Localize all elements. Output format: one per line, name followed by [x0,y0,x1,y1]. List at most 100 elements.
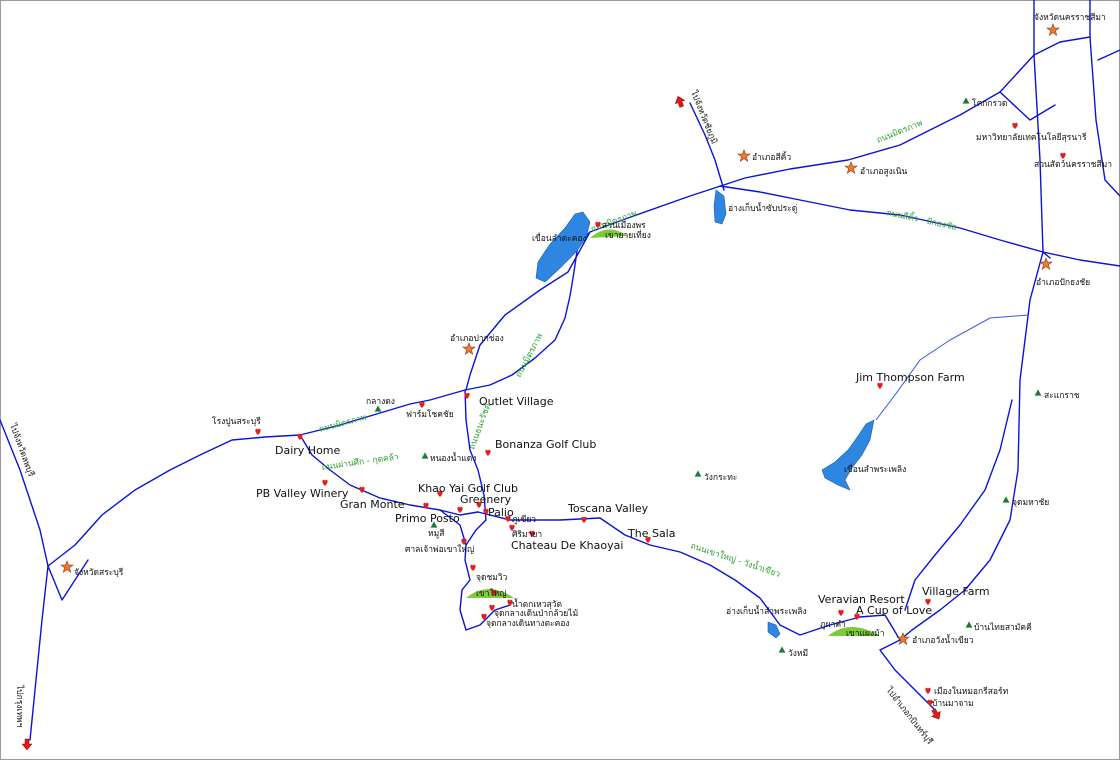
label-takhong-trail: จุดกลางเดินทางตะคอง [486,619,570,629]
pin-chokchai-farm [419,401,425,408]
road-to-lopburi [0,419,49,567]
label-palio: Palio [488,506,514,519]
label-orchid-trail: จุดกลางเดินป่ากล้วยไม้ [494,608,578,619]
label-cement-plant: โรงปูนสระบุรี [212,416,261,427]
sap-pradu-reservoir [713,189,727,225]
label-bonanza-golf-club: Bonanza Golf Club [495,438,596,451]
label-pb-valley-winery: PB Valley Winery [256,487,349,500]
road-korat-e [1097,49,1120,61]
label-chokchai-farm: ฟาร์มโชคชัย [406,409,454,420]
label-haew-suwat: น้ำตกเหวสุวัต [512,598,562,610]
lam-phra-phloeng-dam [821,419,875,491]
label-khao-yai-yiang: เขายายเที่ยง [605,229,651,241]
label-pak-thong-chai: อำเภอปักธงชัย [1036,278,1090,288]
label-khao-phaeng-ma: เขาแผงม้า [846,628,884,639]
water-bodies [535,189,875,639]
label-lam-takhong-dam: เขื่อนลำตะคอง [532,232,587,244]
thai-labels: จังหวัดนครราชสีมา โคกกรวด มหาวิทยาลัยเทค… [74,12,1112,709]
label-udom-sap: จุดมหาชัย [1012,498,1049,508]
pin-cement-plant [255,428,261,435]
label-sung-noen: อำเภอสูงเนิน [860,167,908,177]
pin-muang-nai-mok-resort [925,687,931,694]
label-nong-nam-daeng: หนองน้ำแดง [430,452,476,464]
pin-toscana-valley [581,516,587,523]
road-label-khaoyai-wnk: ถนนเขาใหญ่ - วังน้ำเขียว [689,539,782,579]
star-nakhon-ratchasima [1046,23,1060,36]
pin-korat-zoo [1060,152,1066,159]
road-pakthongchai-south [899,251,1044,641]
label-saraburi: จังหวัดสระบุรี [74,567,124,578]
label-chao-pho-shrine: ศาลเจ้าพ่อเขาใหญ่ [405,544,474,555]
label-ban-thai-samakkhi: บ้านไทยสามัคคี [974,622,1032,633]
label-khao-yai: เขาใหญ่ [476,588,507,599]
label-greenery: Greenery [460,493,512,506]
label-khao-yai-golf-club: Khao Yai Golf Club [418,482,518,495]
label-the-sala: The Sala [627,527,675,540]
road-network [0,0,1120,741]
road-pansuek-kutkhla [299,434,479,516]
label-ban-ma-jam: บ้านมาจาม [932,698,974,709]
exit-arrow-bangkok [21,738,33,751]
pin-sut-university [1012,122,1018,129]
road-label-mittraphap-dam: ถนนมิตรภาพ [514,332,546,379]
pin-veravian-resort [838,609,844,616]
label-a-cup-of-love: A Cup of Love [856,604,932,617]
label-phu-pha-kham: ภูผาคำ [820,620,846,630]
road-khaoyai-wangnamkhiao [477,511,936,711]
road-label-thanarat: ถนนธนะรัชต์ [466,402,493,451]
label-primo-posto: Primo Posto [395,512,460,525]
english-labels: Outlet Village Dairy Home Bonanza Golf C… [256,371,990,617]
road-sukhothai-link [999,91,1056,121]
road-east-loop [904,399,1013,611]
khao-phaeng-ma-area [828,627,880,636]
label-korat-zoo: สวนสัตว์นครราชสีมา [1034,159,1112,170]
road-korat-north [1033,0,1051,259]
label-sut-university: มหาวิทยาลัยเทคโนโลยีสุรนารี [976,132,1087,143]
road-mittraphap [47,36,1091,567]
tri-wang-krata [694,470,702,477]
khao-yai-yiang-area [590,229,628,238]
road-dam-access [465,231,591,391]
exit-arrow-chaiyaphum [672,94,687,109]
label-phu-khiao: ภูเขียว [512,514,536,525]
label-dairy-home: Dairy Home [275,444,341,457]
pin-viewpoint [470,564,476,571]
label-wang-nam-khiao: อำเภอวังน้ำเขียว [912,634,974,646]
tri-wang-mi [778,646,786,653]
tri-khok-kruat [962,97,970,104]
tri-nong-nam-daeng [421,452,429,459]
label-wang-krata: วังกระทะ [704,473,737,483]
road-sikhio-pakthongchai [719,185,1120,267]
label-suan-muang-phon: สวนเมืองพร [602,220,646,231]
road-label-mittraphap-ne: ถนนมิตรภาพ [875,118,924,145]
road-jim-thompson [875,314,1029,421]
exit-label-bangkok: ไปกรุงเทพฯ [14,684,25,728]
park-areas [466,229,880,636]
label-pak-chong: อำเภอปากช่อง [450,334,504,344]
star-sung-noen [844,161,858,174]
label-klang-dong: กลางดง [366,397,395,407]
label-khok-kruat: โคกกรวด [972,98,1007,109]
label-lam-phra-phloeng-dam: เขื่อนลำพระเพลิง [844,463,906,475]
star-pak-chong [462,342,476,355]
star-saraburi [60,560,74,573]
label-viewpoint: จุดชมวิว [476,573,508,583]
label-toscana-valley: Toscana Valley [567,502,649,515]
pin-pb-valley-winery [322,479,328,486]
label-jim-thompson-farm: Jim Thompson Farm [855,371,965,384]
road-label-mittraphap-w: ถนนมิตรภาพ [318,413,367,435]
exit-label-kabinburi: ไปอำเภอกบินทร์บุรี [883,684,935,747]
label-moo-si: หมูสี [428,528,445,539]
exit-label-chaiyaphum: ไปจังหวัดชัยภูมิ [688,88,720,146]
label-sakaerat: สะแกราช [1044,391,1080,401]
pin-bonanza-golf-club [485,449,491,456]
label-wang-mi: วังหมี [788,648,808,659]
label-muang-nai-mok-resort: เมืองในหมอกรีสอร์ท [934,686,1009,697]
label-village-farm: Village Farm [922,585,990,598]
exit-arrow-kabinburi [928,706,944,722]
road-korat-ne [1089,0,1120,197]
star-sikhio [737,149,751,162]
lam-phra-phloeng-reservoir [767,621,781,639]
label-sap-pradu: อ่างเก็บน้ำซับประดู่ [728,202,797,214]
